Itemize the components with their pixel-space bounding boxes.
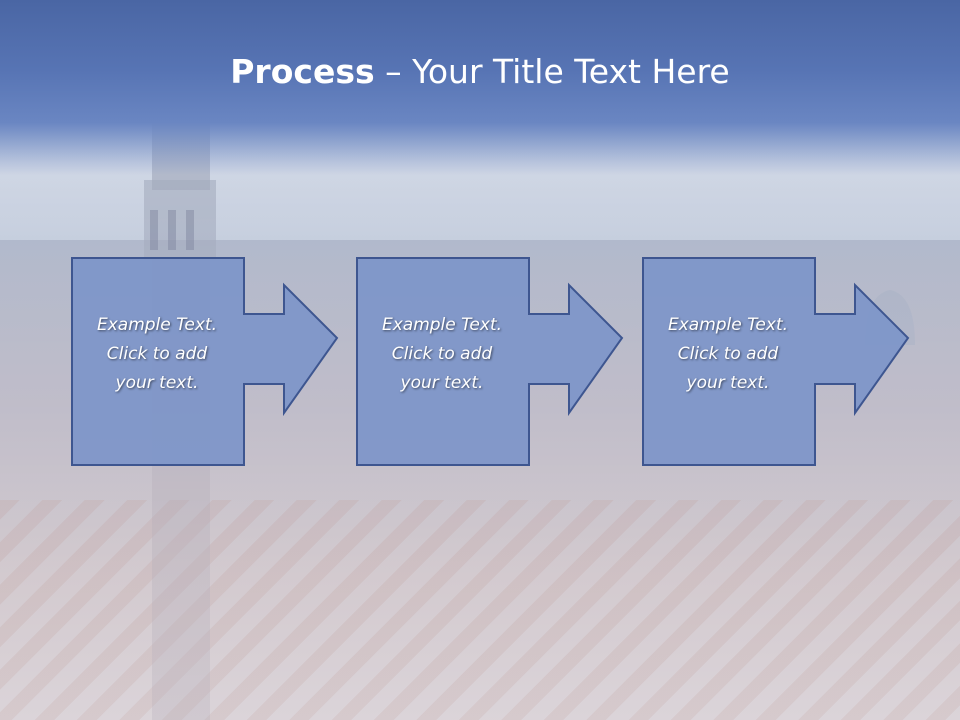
process-step-3[interactable]: Example Text. Click to add your text. <box>642 257 960 467</box>
process-shape-3 <box>642 257 910 466</box>
title-band <box>0 0 960 175</box>
step-1-line-1: Example Text. <box>96 315 218 335</box>
step-2-text[interactable]: Example Text. Click to add your text. <box>356 311 528 398</box>
step-1-text[interactable]: Example Text. Click to add your text. <box>71 311 243 398</box>
step-3-line-1: Example Text. <box>667 315 789 335</box>
process-shape-2 <box>356 257 624 466</box>
step-3-line-3: your text. <box>686 373 770 393</box>
step-1-line-2: Click to add <box>106 344 208 364</box>
process-step-2[interactable]: Example Text. Click to add your text. <box>356 257 696 467</box>
process-step-1[interactable]: Example Text. Click to add your text. <box>71 257 411 467</box>
process-shape-1 <box>71 257 339 466</box>
step-3-text[interactable]: Example Text. Click to add your text. <box>642 311 814 398</box>
title-rest: – Your Title Text Here <box>374 52 730 91</box>
step-1-line-3: your text. <box>115 373 199 393</box>
step-3-line-2: Click to add <box>677 344 779 364</box>
title-bold: Process <box>230 52 375 91</box>
slide-title[interactable]: Process – Your Title Text Here <box>0 52 960 91</box>
step-2-line-3: your text. <box>400 373 484 393</box>
step-2-line-2: Click to add <box>391 344 493 364</box>
step-2-line-1: Example Text. <box>381 315 503 335</box>
background-roofs <box>0 500 960 720</box>
